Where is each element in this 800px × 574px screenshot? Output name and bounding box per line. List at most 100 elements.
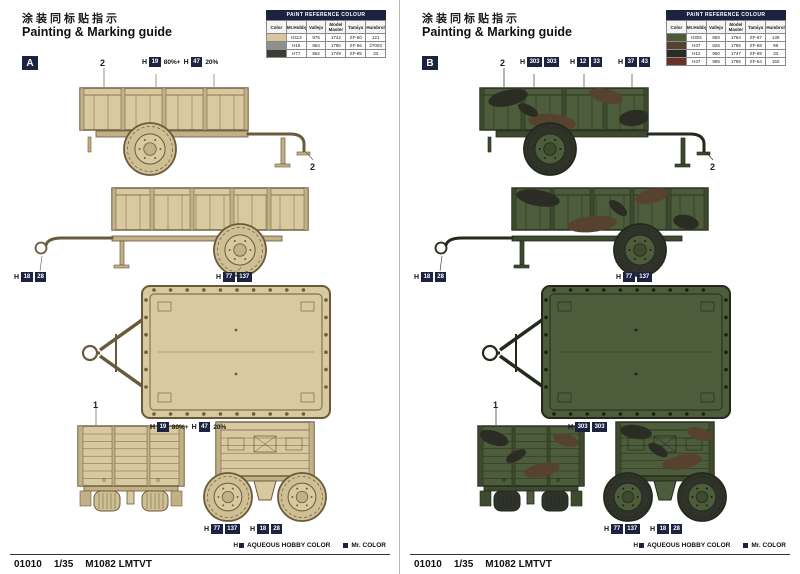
mr-color-code: 137 [636, 272, 652, 282]
aqueous-prefix: H [216, 273, 222, 281]
mr-color-label: Mr. COLOR [351, 542, 386, 549]
aqueous-color-code: 303 [527, 57, 543, 67]
kit-number: 01010 [414, 559, 442, 570]
aqueous-prefix: H [150, 423, 156, 431]
kit-name: M1082 LMTVT [85, 559, 152, 570]
side-view-left [434, 187, 709, 277]
camouflage-patches [516, 188, 699, 233]
mix-ratio-label: 80%+ [171, 423, 189, 431]
aqueous-color-code: 77 [611, 524, 623, 534]
mr-color-label: Mr. COLOR [751, 542, 786, 549]
mr-color-code: 28 [434, 272, 447, 282]
part-number-label: 2 [310, 162, 316, 172]
aqueous-prefix: H [568, 423, 574, 431]
part-number-label: 2 [100, 58, 106, 68]
scheme-badge-b: B [422, 56, 438, 70]
aqueous-prefix: H [520, 58, 526, 66]
aqueous-color-code: 19 [157, 422, 169, 432]
aqueous-prefix: H [204, 525, 210, 533]
mr-color-code: 33 [590, 57, 603, 67]
camouflage-patches [620, 424, 713, 470]
aqueous-prefix: H [604, 525, 610, 533]
aqueous-color-code: 12 [577, 57, 589, 67]
aqueous-prefix: H [183, 58, 189, 66]
aqueous-color-code: 77 [211, 524, 223, 534]
aqueous-prefix: H [142, 58, 148, 66]
aqueous-prefix: H [650, 525, 656, 533]
aqueous-prefix: H [618, 58, 624, 66]
top-view [481, 285, 731, 419]
aqueous-color-code: 18 [421, 272, 433, 282]
chinese-title: 涂装同标贴指示 [22, 13, 120, 25]
paint-table-title: PAINT REFERENCE COLOUR [666, 10, 786, 20]
paint-cell: 160 [765, 57, 786, 66]
part-number-label: 2 [710, 162, 716, 172]
aqueous-prefix: H [191, 423, 197, 431]
paint-table-header: Model Master [325, 20, 347, 34]
paint-cell: 33 [365, 49, 386, 58]
paint-table-header: Humbrol [365, 20, 386, 34]
aqueous-color-code: 37 [625, 57, 637, 67]
kit-scale: 1/35 [453, 559, 474, 570]
color-box-icon [343, 543, 349, 548]
callout-leader-lines [439, 74, 642, 272]
aqueous-prefix: H [616, 273, 622, 281]
mix-ratio-label: 20% [213, 423, 227, 431]
paint-table-header: Tamiya [745, 20, 767, 34]
aqueous-color-code: 303 [575, 422, 591, 432]
mr-color-legend: Mr. COLOR [342, 542, 386, 549]
aqueous-label: AQUEOUS HOBBY COLOR [247, 542, 331, 549]
mr-color-code: 137 [624, 524, 640, 534]
scheme-panel-b: 涂装同标贴指示 Painting & Marking guide B PAINT… [400, 0, 800, 574]
kit-scale: 1/35 [53, 559, 74, 570]
aqueous-color-code: 77 [623, 272, 635, 282]
mr-color-code: 28 [34, 272, 47, 282]
camouflage-patches [479, 429, 579, 478]
footer-rule [410, 554, 790, 555]
chinese-title: 涂装同标贴指示 [422, 13, 520, 25]
mr-color-code: 28 [270, 524, 283, 534]
mix-ratio-label: 20% [205, 58, 219, 66]
mr-color-code: 43 [638, 57, 651, 67]
callout-leader-lines [39, 74, 242, 272]
side-view-right [79, 68, 314, 176]
aqueous-color-code: 18 [657, 524, 669, 534]
english-title: Painting & Marking guide [22, 25, 173, 39]
trailer-views-svg [34, 68, 331, 522]
mr-color-code: 303 [592, 422, 608, 432]
rear-view [77, 408, 185, 512]
aqueous-color-code: 47 [190, 57, 203, 67]
mix-ratio-label: 80%+ [163, 58, 181, 66]
aqueous-color-code: 19 [149, 57, 161, 67]
front-view [203, 421, 327, 522]
aqueous-color-code: 77 [223, 272, 235, 282]
mr-color-legend: Mr. COLOR [742, 542, 786, 549]
panel-divider [399, 0, 400, 574]
aqueous-prefix: H [414, 273, 420, 281]
